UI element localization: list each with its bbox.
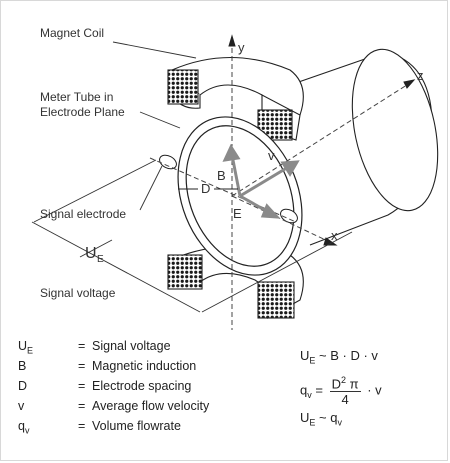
- f3-relation: ~: [319, 410, 327, 425]
- b-vector: [230, 154, 242, 197]
- legend-symbol: D: [18, 379, 28, 394]
- diagram-labels: Magnet Coil Meter Tube in Electrode Plan…: [40, 26, 424, 300]
- f3-rhs-sub: v: [337, 417, 342, 428]
- legend-row: D = Electrode spacing: [18, 379, 209, 399]
- f2-denominator: 4: [341, 392, 349, 408]
- e-vector-label: E: [233, 206, 242, 221]
- legend-row: B = Magnetic induction: [18, 359, 209, 379]
- z-axis-line: [231, 82, 411, 197]
- leader-lines: [31, 41, 353, 313]
- legend-equals: =: [78, 379, 86, 394]
- ue-label-subscript: E: [97, 254, 104, 265]
- ue-label: U: [85, 245, 97, 262]
- f2-tail: · v: [367, 382, 382, 398]
- formula-volume-flowrate: qv = D2 π 4 · v: [300, 375, 382, 407]
- signal-electrode-label: Signal electrode: [40, 207, 126, 221]
- legend-symbol: UE: [18, 339, 34, 356]
- meter-tube-label-line1: Meter Tube in: [40, 90, 113, 104]
- z-axis-label: z: [417, 68, 424, 83]
- f1-rhs: B · D · v: [330, 348, 378, 363]
- f2-numerator: D2 π: [329, 375, 361, 393]
- legend-symbol: v: [18, 399, 25, 414]
- pipe-body: [289, 48, 439, 246]
- v-vector: [239, 164, 291, 198]
- formula-proportional: UE ~ qv: [300, 410, 342, 428]
- top-magnet-coil: [167, 56, 304, 141]
- legend-symbol: qv: [18, 419, 30, 436]
- signal-electrodes: [159, 154, 298, 224]
- y-axis-arrow: [228, 34, 236, 47]
- f1-lhs: U: [300, 348, 310, 363]
- x-axis-label: x: [331, 228, 338, 243]
- field-vectors: [222, 143, 300, 219]
- legend-row: UE = Signal voltage: [18, 339, 209, 359]
- magnet-coil-label: Magnet Coil: [40, 26, 104, 40]
- formula-signal-voltage: UE ~ B · D · v: [300, 348, 378, 366]
- legend-description: Electrode spacing: [92, 379, 192, 394]
- legend-equals: =: [78, 419, 86, 434]
- legend-equals: =: [78, 399, 86, 414]
- f2-fraction: D2 π 4: [329, 375, 361, 408]
- legend-description: Volume flowrate: [92, 419, 181, 434]
- legend-row: qv = Volume flowrate: [18, 419, 209, 439]
- f3-lhs-sub: E: [309, 417, 316, 428]
- f2-lhs: q: [300, 382, 308, 398]
- d-spacing-label: D: [201, 181, 210, 196]
- legend-equals: =: [78, 359, 86, 374]
- b-vector-label: B: [217, 168, 226, 183]
- signal-voltage-label: Signal voltage: [40, 286, 116, 300]
- x-axis-line: [231, 195, 331, 243]
- z-axis-arrow: [403, 79, 416, 89]
- legend-symbol: B: [18, 359, 27, 374]
- f2-relation: =: [315, 382, 323, 398]
- f3-lhs: U: [300, 410, 310, 425]
- x-axis-arrow: [323, 237, 338, 246]
- legend-equals: =: [78, 339, 86, 353]
- f3-rhs: q: [330, 410, 338, 425]
- meter-tube-label-line2: Electrode Plane: [40, 105, 125, 119]
- v-vector-label: v: [268, 148, 275, 163]
- legend-description: Average flow velocity: [92, 399, 210, 414]
- legend-description: Signal voltage: [92, 339, 171, 353]
- legend-row: v = Average flow velocity: [18, 399, 209, 419]
- f1-lhs-sub: E: [309, 355, 316, 366]
- f1-relation: ~: [319, 348, 327, 363]
- y-axis-label: y: [238, 40, 245, 55]
- legend-description: Magnetic induction: [92, 359, 197, 374]
- f2-lhs-sub: v: [307, 390, 312, 401]
